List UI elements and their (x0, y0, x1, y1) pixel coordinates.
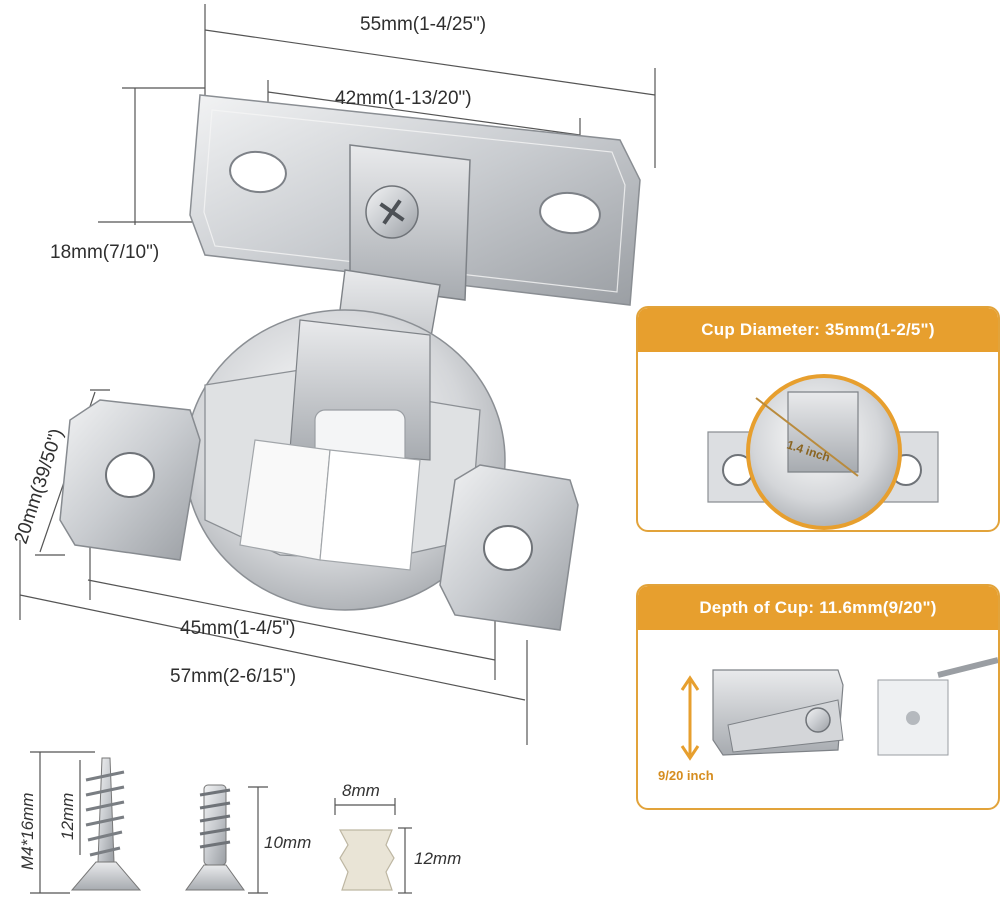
arm-height-label: 18mm(7/10") (50, 242, 159, 263)
hinge-cup-base (59, 309, 579, 631)
cup-diameter-card: Cup Diameter: 35mm(1-2/5") 1.4 inch (636, 306, 1000, 532)
base-width-label: 57mm(2-6/15") (170, 666, 296, 687)
hinge-mounting-plate (189, 94, 641, 306)
top-hole-spacing-label: 42mm(1-13/20") (335, 88, 472, 109)
dowel-width-label: 8mm (342, 781, 380, 800)
euro-screw (185, 784, 268, 894)
cup-diameter-title: Cup Diameter: 35mm(1-2/5") (638, 308, 998, 352)
cup-depth-card: Depth of Cup: 11.6mm(9/20") 9/20 inch (636, 584, 1000, 810)
dowel-length-label: 12mm (414, 849, 461, 868)
wood-screw-thread-label: 12mm (58, 793, 77, 840)
cup-depth-illustration: 9/20 inch (658, 657, 998, 783)
cup-depth-title: Depth of Cup: 11.6mm(9/20") (638, 586, 998, 630)
plastic-dowel (334, 798, 412, 894)
cup-depth-label: 9/20 inch (658, 768, 714, 783)
euro-screw-length-label: 10mm (264, 833, 311, 852)
wood-screw (30, 751, 142, 894)
base-height-label: 20mm(39/50") (11, 426, 68, 546)
top-width-label: 55mm(1-4/25") (360, 14, 486, 35)
base-hole-spacing-label: 45mm(1-4/5") (180, 618, 296, 639)
dimension-lines (19, 4, 656, 745)
cup-diameter-illustration: 1.4 inch (707, 374, 939, 530)
wood-screw-size-label: M4*16mm (18, 793, 37, 870)
